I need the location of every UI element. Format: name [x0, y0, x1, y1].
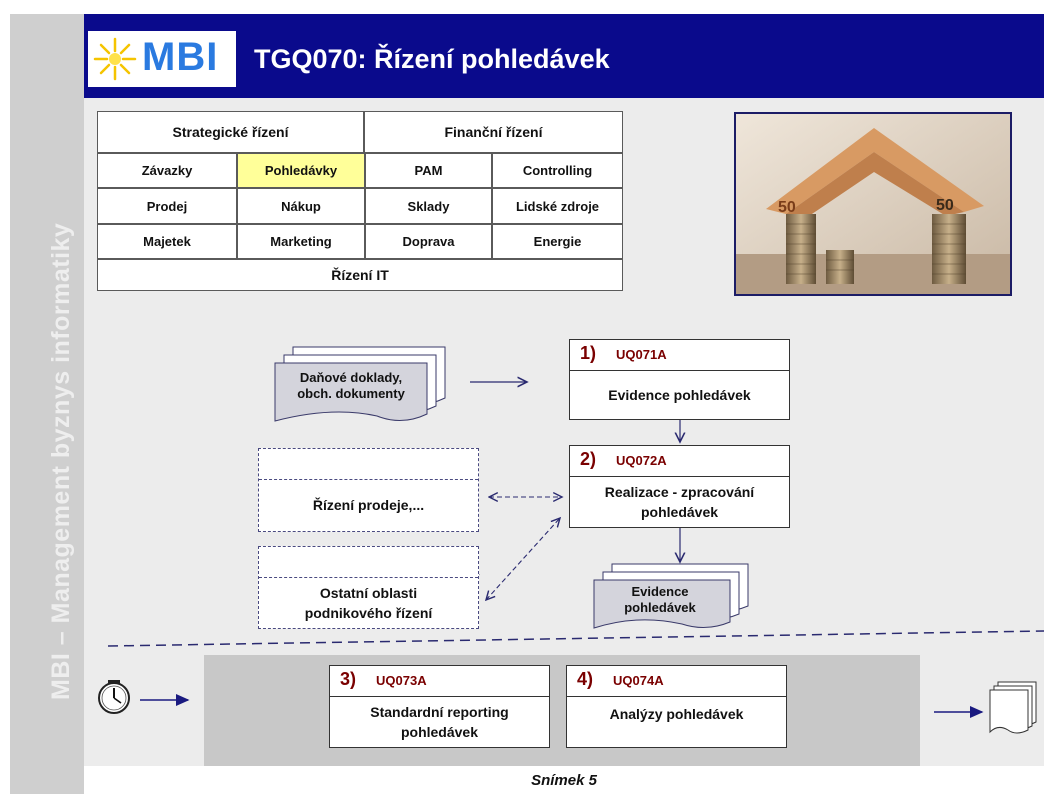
- box-number: 2): [580, 449, 597, 469]
- output-docs-label: Evidence pohledávek: [596, 584, 724, 616]
- box-text: Řízení prodeje,...: [312, 497, 425, 513]
- input-docs-label: Daňové doklady, obch. dokumenty: [282, 370, 420, 402]
- logo: MBI: [88, 31, 236, 87]
- grid-cell-strategic: Strategické řízení: [97, 111, 364, 153]
- box-separator: [259, 479, 478, 480]
- box-code: UQ071A: [616, 347, 667, 362]
- process-box-uq071a: 1) UQ071A Evidence pohledávek: [569, 339, 790, 420]
- output-docs-line2: pohledávek: [624, 600, 696, 615]
- grid-cell-nakup: Nákup: [237, 188, 365, 224]
- grid-cell-controlling: Controlling: [492, 153, 623, 188]
- box-text: Ostatní oblasti podnikového řízení: [259, 577, 478, 628]
- box-text-line1: Standardní reporting: [370, 703, 509, 720]
- grid-cell-majetek: Majetek: [97, 224, 237, 259]
- box-text-line1: Realizace - zpracování: [604, 483, 755, 500]
- sidebar: [10, 14, 84, 794]
- box-text-line2: podnikového řízení: [304, 604, 433, 621]
- input-docs-line1: Daňové doklady,: [299, 370, 403, 385]
- box-header: [570, 446, 789, 477]
- external-box-prodej: Řízení prodeje,...: [258, 448, 479, 532]
- output-docs-line1: Evidence: [631, 584, 689, 599]
- process-box-uq074a: 4) UQ074A Analýzy pohledávek: [566, 665, 787, 748]
- box-separator: [259, 577, 478, 578]
- slide-number: Snímek 5: [531, 772, 597, 789]
- box-text: Evidence pohledávek: [608, 386, 751, 403]
- external-box-ostatni: Ostatní oblasti podnikového řízení: [258, 546, 479, 629]
- box-text: Analýzy pohledávek: [609, 706, 744, 722]
- grid-cell-lidske-zdroje: Lidské zdroje: [492, 188, 623, 224]
- process-box-uq072a: 2) UQ072A Realizace - zpracování pohledá…: [569, 445, 790, 528]
- svg-text:50: 50: [778, 199, 796, 216]
- grid-cell-finance: Finanční řízení: [364, 111, 623, 153]
- grid-cell-zavazky: Závazky: [97, 153, 237, 188]
- box-text: Standardní reporting pohledávek: [330, 696, 549, 747]
- box-header: [570, 340, 789, 371]
- grid-cell-pohledavky: Pohledávky: [237, 153, 365, 188]
- box-number: 1): [580, 343, 597, 363]
- box-code: UQ072A: [616, 453, 667, 468]
- header-bar: [84, 14, 1044, 98]
- grid-cell-marketing: Marketing: [237, 224, 365, 259]
- box-header: [567, 666, 786, 697]
- logo-text: MBI: [142, 35, 219, 79]
- box-number: 4): [577, 669, 594, 689]
- grid-cell-pam: PAM: [365, 153, 492, 188]
- report-stack-icon: [989, 681, 1037, 734]
- footer-bar: Snímek 5: [84, 766, 1044, 796]
- grid-cell-sklady: Sklady: [365, 188, 492, 224]
- output-document-stack-icon: [593, 563, 749, 629]
- page-title: TGQ070: Řízení pohledávek: [254, 44, 610, 74]
- box-code: UQ073A: [376, 673, 427, 688]
- document-stack-icon: [274, 346, 446, 422]
- box-header: [330, 666, 549, 697]
- money-house-photo: 50 50: [734, 112, 1012, 296]
- grid-cell-doprava: Doprava: [365, 224, 492, 259]
- box-text: Realizace - zpracování pohledávek: [570, 476, 789, 527]
- grid-cell-energie: Energie: [492, 224, 623, 259]
- input-docs-line2: obch. dokumenty: [297, 386, 405, 401]
- grid-cell-prodej: Prodej: [97, 188, 237, 224]
- box-text-line2: pohledávek: [640, 503, 719, 520]
- box-text-line1: Ostatní oblasti: [319, 584, 418, 601]
- reporting-band: [204, 655, 920, 766]
- svg-text:50: 50: [936, 197, 954, 214]
- box-number: 3): [340, 669, 357, 689]
- box-text-line2: pohledávek: [400, 723, 478, 740]
- grid-cell-rizeni-it: Řízení IT: [97, 259, 623, 291]
- box-code: UQ074A: [613, 673, 664, 688]
- sun-logo-icon: [93, 37, 137, 81]
- process-box-uq073a: 3) UQ073A Standardní reporting pohledáve…: [329, 665, 550, 748]
- clock-icon: [98, 680, 130, 714]
